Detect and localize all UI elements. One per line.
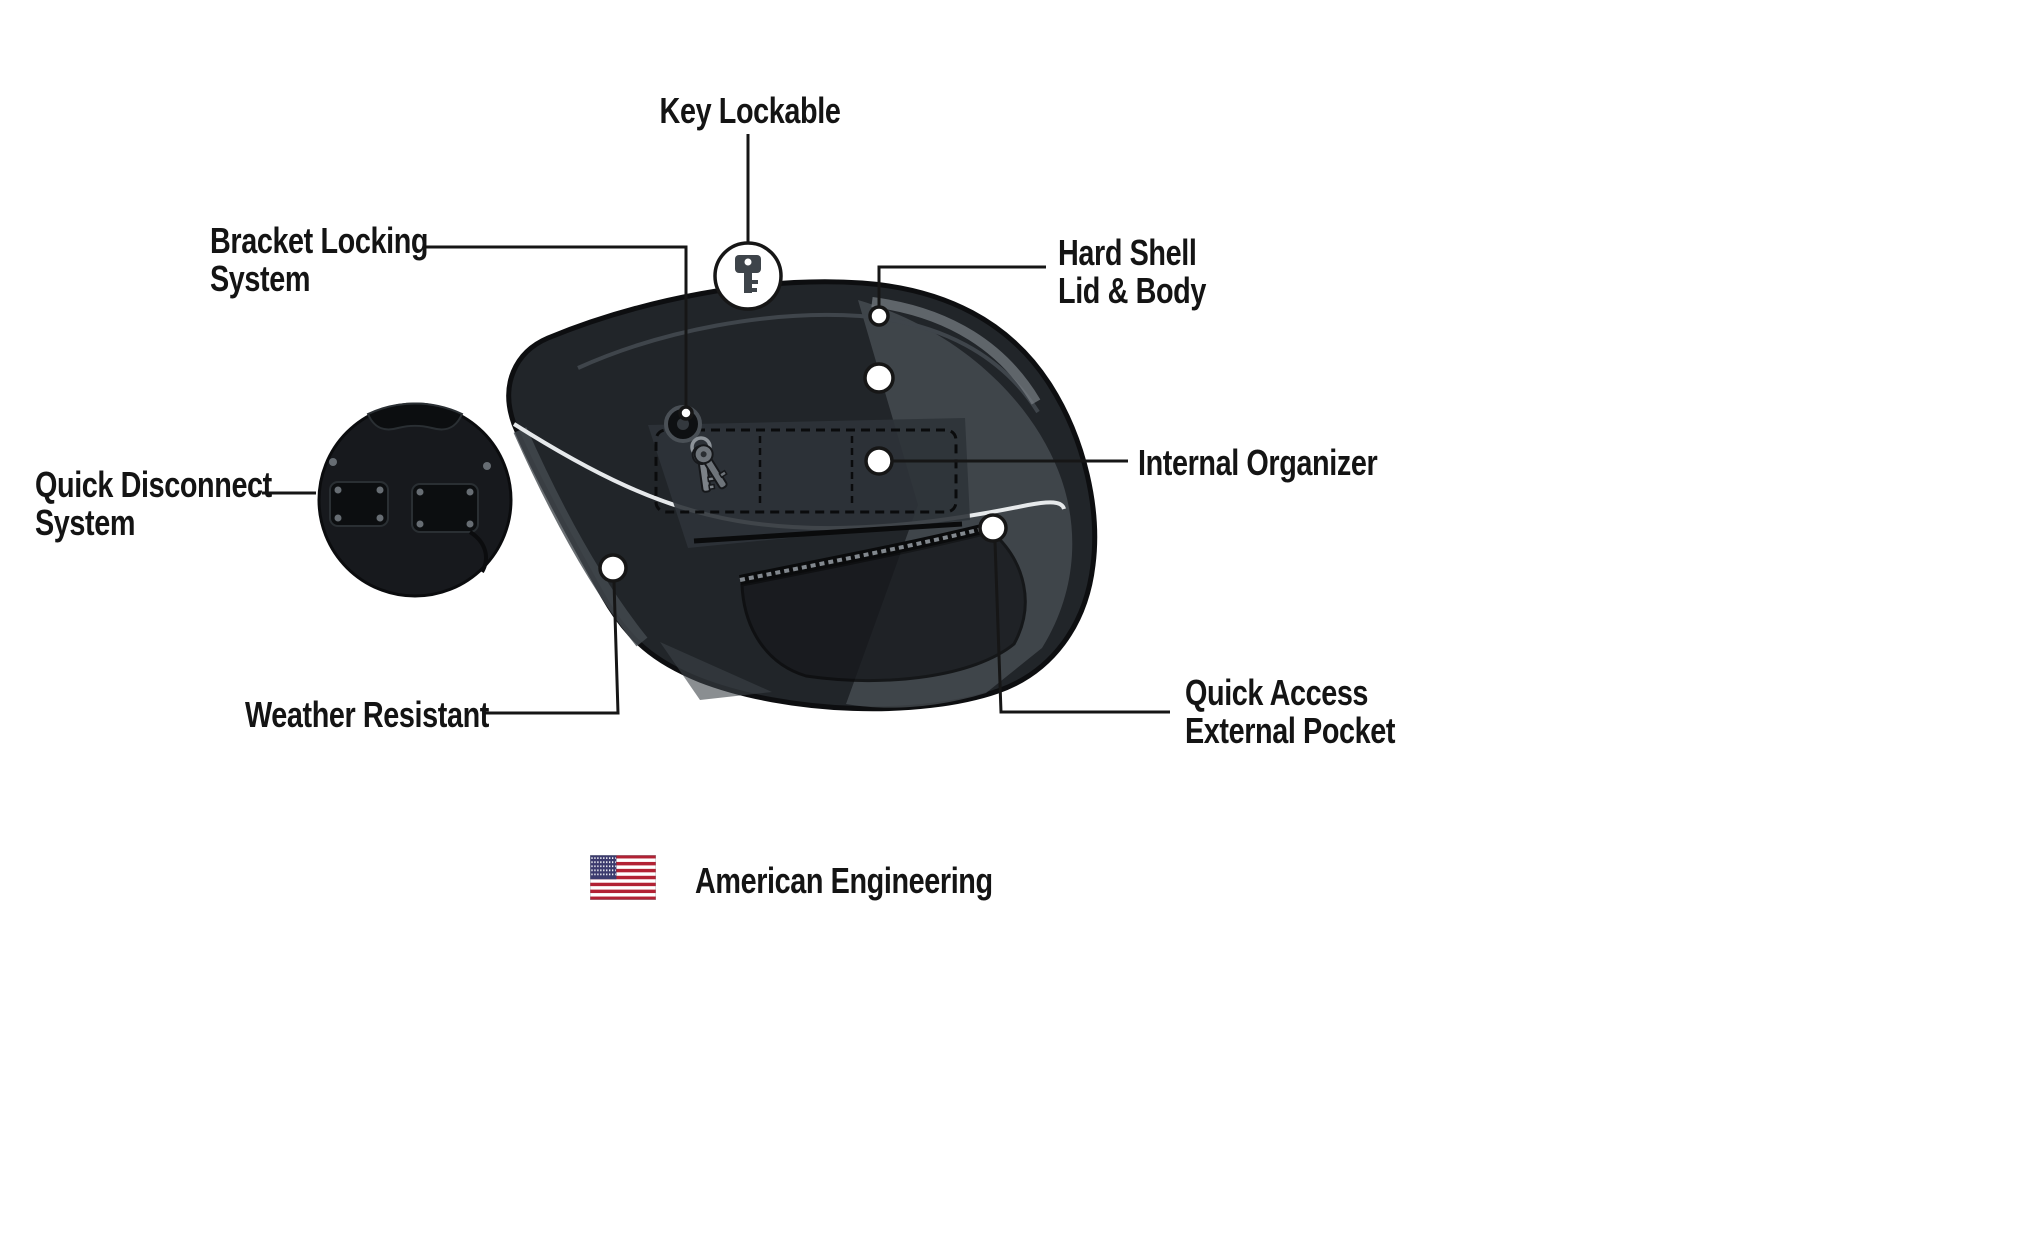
- saddlebag-illustration: [506, 279, 1098, 712]
- inset-wire: [468, 530, 488, 573]
- callout-lines: [262, 134, 1170, 715]
- callout-line-quick-access: [993, 541, 1170, 714]
- organizer-panel: [648, 418, 970, 548]
- inset-screws: [329, 458, 491, 528]
- callout-label-key-lockable: Key Lockable: [659, 90, 841, 131]
- quick-disconnect-inset: [313, 398, 517, 602]
- pocket-corner-sheen: [660, 642, 772, 700]
- marker-quick-access: [978, 513, 1008, 543]
- callout-line-hard-shell: [877, 265, 1046, 306]
- marker-internal-organizer: [864, 446, 894, 476]
- lid-groove: [577, 312, 1040, 414]
- callout-label-internal-organizer: Internal Organizer: [1138, 442, 1378, 483]
- internal-organizer-stitching: [654, 428, 963, 544]
- external-pocket: [740, 530, 1027, 683]
- callout-markers: [598, 305, 1008, 583]
- marker-hard-shell-lid: [868, 305, 890, 327]
- inset-bracket-left: [329, 481, 389, 527]
- marker-hard-shell-body: [863, 362, 895, 394]
- callout-line-weather-resistant: [484, 581, 620, 715]
- lid-top-highlight: [871, 297, 1041, 405]
- us-flag-icon: [590, 855, 656, 900]
- marker-weather-resistant: [598, 553, 628, 583]
- key-icon: [735, 255, 761, 293]
- inset-bracket-right: [411, 483, 479, 533]
- callout-label-quick-disconnect: Quick Disconnect System: [35, 464, 272, 543]
- key-lockable-badge: [713, 241, 783, 311]
- marker-bracket-locking: [678, 405, 694, 421]
- callout-label-bracket-locking: Bracket Locking System: [210, 220, 429, 299]
- footer-tagline: American Engineering: [695, 860, 993, 901]
- bag-left-edge-highlight: [513, 427, 648, 647]
- inset-handle: [366, 402, 464, 431]
- callout-label-weather-resistant: Weather Resistant: [245, 694, 489, 735]
- callout-label-quick-access: Quick Access External Pocket: [1185, 672, 1396, 751]
- hanging-keys: [690, 436, 728, 493]
- callout-label-hard-shell: Hard Shell Lid & Body: [1058, 232, 1206, 311]
- callout-line-bracket-locking: [424, 245, 688, 410]
